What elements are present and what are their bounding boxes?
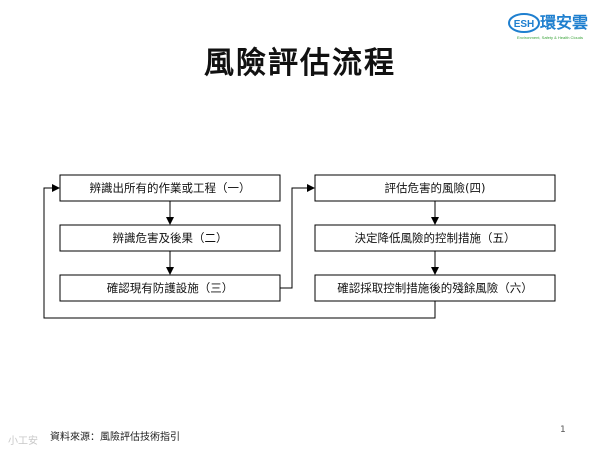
logo-name: 環安雲: [540, 13, 588, 32]
cloud-icon: [508, 13, 540, 33]
page-number: 1: [560, 425, 566, 435]
page-title: 風險評估流程: [204, 46, 396, 81]
step-6-label: 確認採取控制措施後的殘餘風險（六）: [337, 281, 533, 295]
logo-tagline: Environment, Safety & Health Clouds: [517, 35, 583, 40]
esh-logo: ESH 環安雲 Environment, Safety & Health Clo…: [506, 6, 596, 46]
step-5-label: 決定降低風險的控制措施（五）: [354, 231, 516, 245]
step-4-label: 評估危害的風險(四): [384, 181, 486, 195]
step-1-label: 辨識出所有的作業或工程（一）: [89, 181, 251, 195]
arrow-3-4: [280, 184, 315, 289]
step-3-label: 確認現有防護設施（三）: [106, 281, 234, 295]
feedback-loop-arrow: [43, 184, 436, 319]
step-2-label: 辨識危害及後果（二）: [112, 231, 228, 245]
source-note: 資料來源：風險評估技術指引: [50, 432, 180, 443]
watermark: 小工安: [8, 436, 38, 447]
logo-badge: ESH: [514, 19, 535, 30]
